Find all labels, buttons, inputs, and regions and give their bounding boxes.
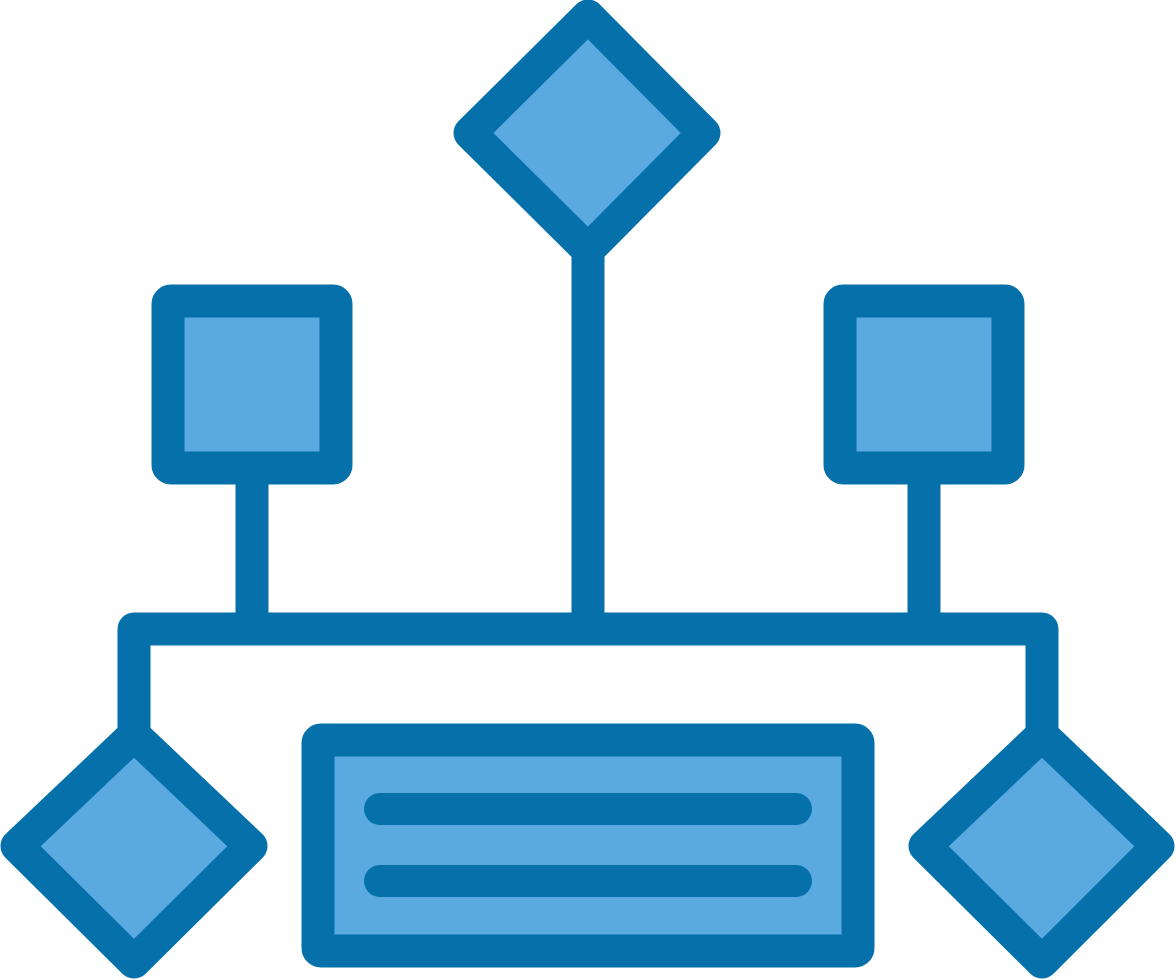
connector-horizontal-bus (117, 612, 1059, 735)
text-lines (364, 793, 812, 897)
diamond-node-top (453, 0, 721, 267)
process-node-center (301, 723, 875, 968)
diamond-node-bottom-right (908, 718, 1175, 979)
square-node-left (151, 284, 353, 485)
connector-lines (117, 250, 1059, 735)
diamond-node-bottom-left (0, 718, 268, 979)
square-node-right (823, 284, 1025, 485)
